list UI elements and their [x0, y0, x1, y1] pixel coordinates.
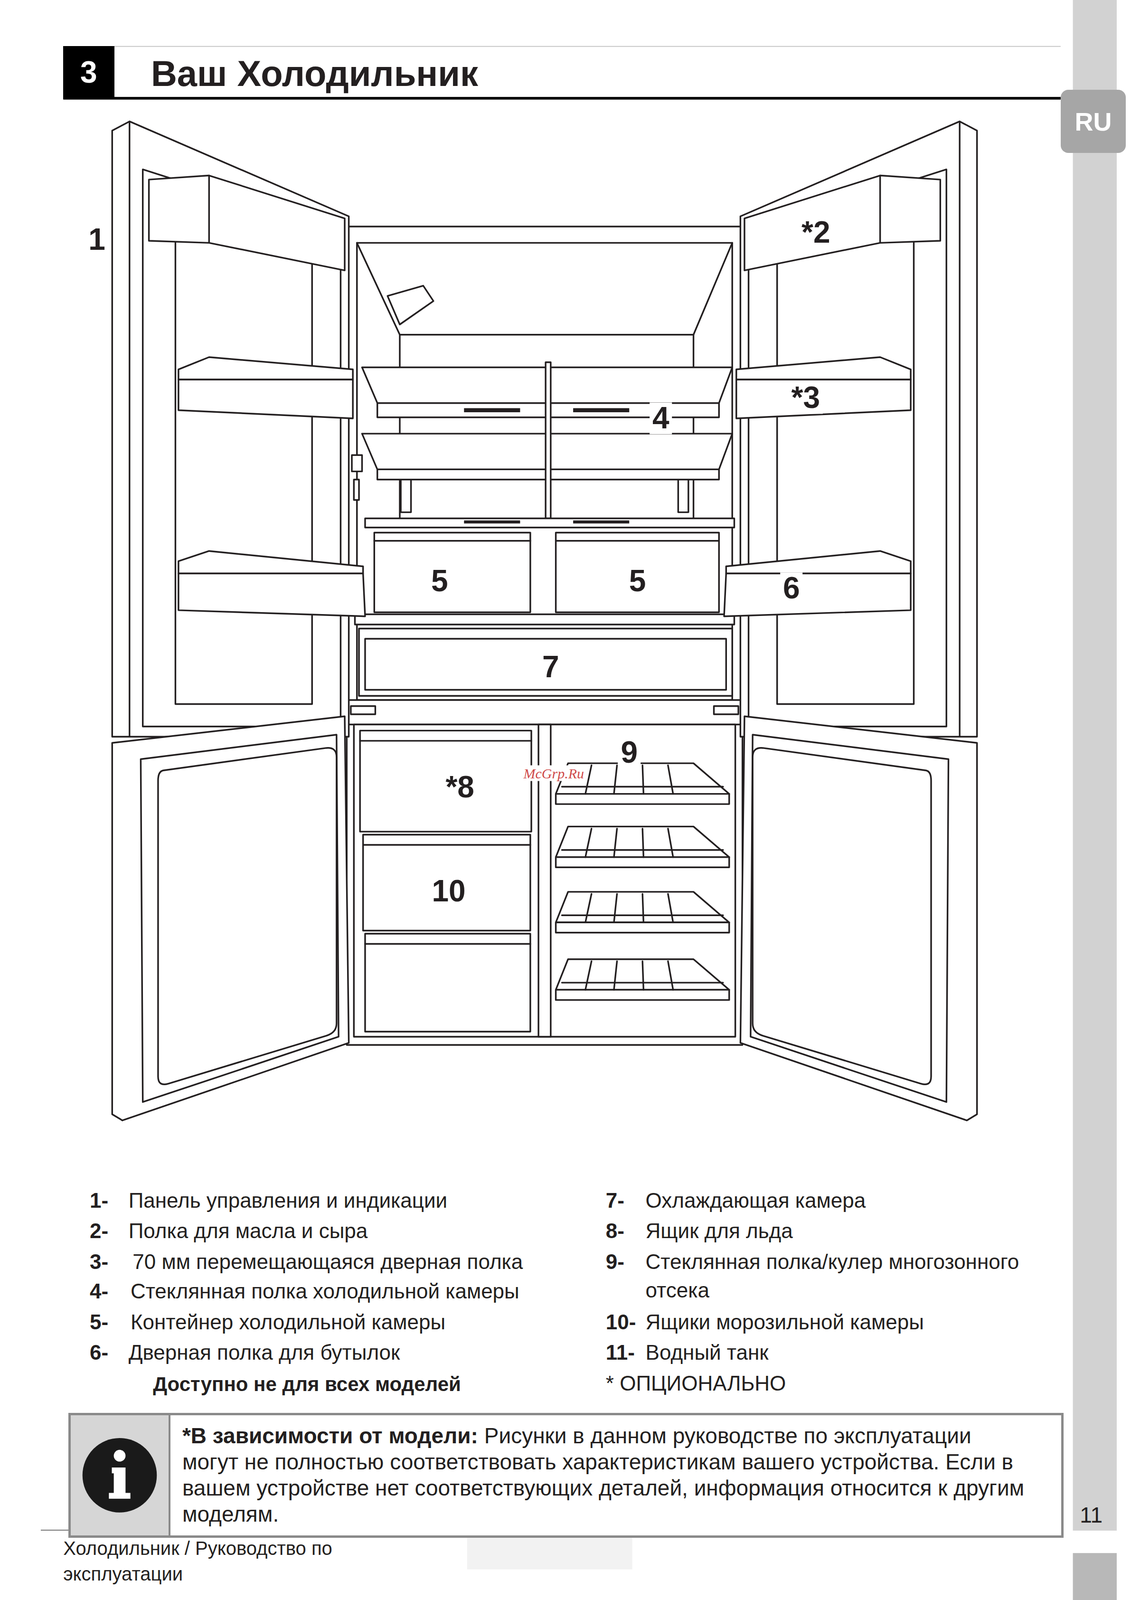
label-wrap: Контейнер холодильной камеры: [130, 1307, 446, 1337]
label-wrap: 8-: [605, 1216, 625, 1245]
label-wrap: *8: [442, 771, 478, 804]
label-wrap: Водный танк: [645, 1338, 769, 1367]
label-wrap: 6: [780, 572, 803, 605]
label-wrap: 2-: [89, 1216, 109, 1245]
watermark: McGrp.Ru: [521, 765, 586, 782]
note-text: Доступно не для всех моделей: [152, 1369, 462, 1399]
list-item-text: Водный танк: [645, 1338, 769, 1367]
list-number: 1-: [89, 1186, 109, 1215]
callout-number: 6: [780, 572, 803, 605]
list-number: 3-: [89, 1247, 109, 1276]
label-wrap: 5-: [89, 1307, 109, 1337]
side-strip-block: [1073, 1552, 1117, 1600]
label-wrap: * ОПЦИОНАЛЬНО: [605, 1368, 786, 1398]
label-wrap: Стеклянная полка холодильной камеры: [130, 1276, 520, 1306]
language-tab: RU: [1060, 89, 1126, 153]
label-wrap: Ящик для льда: [645, 1216, 793, 1245]
page-title: Ваш Холодильник: [150, 52, 479, 95]
list-number: 11-: [605, 1338, 635, 1367]
callout-number: 5: [626, 565, 650, 598]
section-number-box: 3: [63, 46, 114, 100]
list-number: 10-: [605, 1307, 637, 1337]
list-item-text: Контейнер холодильной камеры: [130, 1307, 446, 1337]
list-number: 7-: [605, 1186, 625, 1215]
label-wrap: 4-: [89, 1276, 109, 1306]
info-icon-stem: [108, 1467, 131, 1499]
node-text: RU: [1074, 108, 1113, 135]
header-rule: [114, 46, 1061, 48]
list-number: 2-: [89, 1216, 109, 1245]
label-wrap: 5: [428, 565, 452, 598]
callout-number: *3: [788, 381, 824, 414]
label-wrap: Охлаждающая камера: [645, 1186, 867, 1215]
label-wrap: 10: [428, 875, 469, 908]
info-icon-dot: [113, 1449, 126, 1462]
label-wrap: Ящики морозильной камеры: [645, 1307, 924, 1337]
list-item-text: Ящик для льда: [645, 1216, 793, 1245]
list-number: 6-: [89, 1338, 109, 1367]
label-wrap: 3-: [89, 1247, 109, 1276]
node-text: 3: [80, 56, 98, 88]
list-item-text: Охлаждающая камера: [645, 1186, 867, 1215]
label-wrap: Холодильник / Руководство по эксплуатаци…: [63, 1535, 368, 1587]
list-number: 8-: [605, 1216, 625, 1245]
label-wrap: Панель управления и индикации: [128, 1186, 448, 1215]
label-wrap: 5: [626, 565, 650, 598]
label-wrap: *3: [788, 381, 824, 414]
label-wrap: Стеклянная полка/кулер многозонного отсе…: [645, 1247, 1040, 1305]
list-item-text: Ящики морозильной камеры: [645, 1307, 924, 1337]
label-wrap: Доступно не для всех моделей: [152, 1369, 462, 1399]
label-wrap: 7: [539, 650, 563, 683]
label-wrap: 1: [85, 223, 109, 256]
list-item-text: Дверная полка для бутылок: [128, 1338, 401, 1367]
side-strip: [1073, 0, 1117, 1531]
callout-number: 7: [539, 650, 563, 683]
label-wrap: 9-: [605, 1247, 625, 1276]
list-number: 4-: [89, 1276, 109, 1306]
label-wrap: 4: [649, 402, 673, 434]
label-wrap: 70 мм перемещающаяся дверная полка: [132, 1247, 523, 1276]
fridge-illustration: [112, 121, 977, 1121]
footer-text: Холодильник / Руководство по эксплуатаци…: [63, 1535, 368, 1587]
callout-number: 1: [85, 223, 109, 256]
label-wrap: 1-: [89, 1186, 109, 1215]
info-note-box: *В зависимости от модели:Рисунки в данно…: [68, 1412, 1064, 1538]
label-wrap: McGrp.Ru: [521, 765, 586, 782]
callout-number: 9: [617, 736, 641, 769]
callout-number: 4: [649, 402, 673, 434]
label-wrap: 11: [1079, 1502, 1103, 1527]
node-text: *В зависимости от модели:: [182, 1423, 479, 1448]
info-icon: [70, 1414, 171, 1536]
list-number: 5-: [89, 1307, 109, 1337]
list-item-text: * ОПЦИОНАЛЬНО: [605, 1368, 786, 1398]
label-wrap: Дверная полка для бутылок: [128, 1338, 401, 1367]
header-underline: [63, 96, 1061, 100]
title-wrap: Ваш Холодильник: [150, 52, 479, 95]
label-wrap: 7-: [605, 1186, 625, 1215]
callout-number: 5: [428, 565, 452, 598]
label-wrap: Полка для масла и сыра: [128, 1216, 368, 1245]
label-wrap: 11-: [605, 1338, 635, 1367]
label-wrap: *2: [798, 216, 834, 249]
callout-number: 10: [428, 875, 469, 908]
page-number: 11: [1079, 1502, 1103, 1527]
list-item-text: Стеклянная полка холодильной камеры: [130, 1276, 520, 1306]
list-item-text: Стеклянная полка/кулер многозонного отсе…: [645, 1247, 1040, 1305]
label-wrap: 10-: [605, 1307, 637, 1337]
list-item-text: Полка для масла и сыра: [128, 1216, 368, 1245]
callout-number: *2: [798, 216, 834, 249]
label-wrap: 6-: [89, 1338, 109, 1367]
list-item-text: 70 мм перемещающаяся дверная полка: [132, 1247, 523, 1276]
info-icon-disc: [82, 1437, 158, 1513]
list-item-text: Панель управления и индикации: [128, 1186, 448, 1215]
list-number: 9-: [605, 1247, 625, 1276]
label-wrap: 9: [617, 736, 641, 769]
callout-number: *8: [442, 771, 478, 804]
